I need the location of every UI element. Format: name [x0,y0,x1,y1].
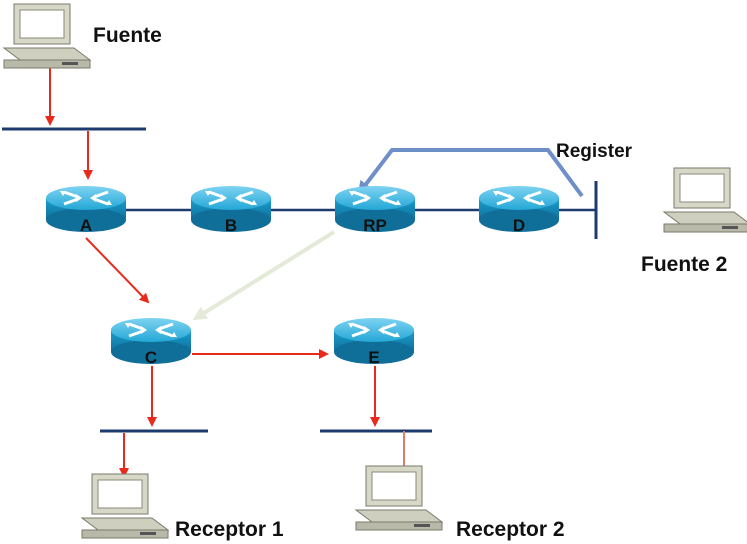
source2-computer-icon[interactable] [663,167,747,233]
router-d-label: D [513,216,525,235]
router-b-label: B [225,216,237,235]
router-c-label: C [145,348,157,367]
router-b[interactable]: B [189,184,273,235]
source-computer-icon[interactable] [3,3,91,69]
source2-label: Fuente 2 [641,253,727,276]
router-a[interactable]: A [44,184,128,235]
receiver2-computer-icon[interactable] [355,465,443,531]
join-path-arrow [192,230,336,321]
router-e[interactable]: E [332,316,416,367]
source-label: Fuente [93,24,162,47]
router-e-label: E [368,348,379,367]
register-label: Register [556,141,633,162]
router-a-label: A [80,216,92,235]
router-c[interactable]: C [109,316,193,367]
flow-arrow-a-c [85,237,150,304]
receiver1-computer-icon[interactable] [81,473,169,539]
receiver1-label: Receptor 1 [175,518,284,541]
receiver2-label: Receptor 2 [456,518,565,541]
register-tunnel-arrow [357,148,584,198]
router-rp-label: RP [363,216,387,235]
router-rp[interactable]: RP [333,184,417,235]
router-d[interactable]: D [477,184,561,235]
